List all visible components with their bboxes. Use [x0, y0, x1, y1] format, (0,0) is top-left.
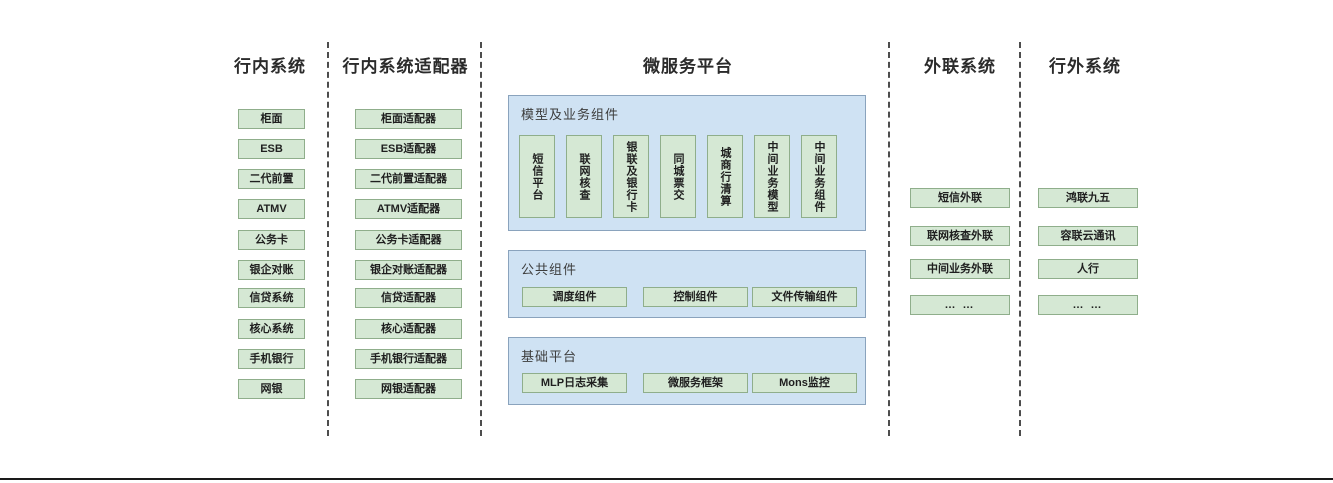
node-public-component-1[interactable]: 控制组件	[643, 287, 748, 307]
node-inner-adapter-0[interactable]: 柜面适配器	[355, 109, 462, 129]
node-external-link-0[interactable]: 短信外联	[910, 188, 1010, 208]
node-inner-system-4[interactable]: 公务卡	[238, 230, 305, 250]
column-title-inner-adapters: 行内系统适配器	[342, 57, 469, 76]
node-model-component-6[interactable]: 中间业务组件	[801, 135, 837, 218]
node-inner-system-3[interactable]: ATMV	[238, 199, 305, 219]
node-base-platform-0[interactable]: MLP日志采集	[522, 373, 627, 393]
node-inner-system-5[interactable]: 银企对账	[238, 260, 305, 280]
divider-1	[327, 42, 329, 436]
panel-base-platform: 基础平台	[508, 337, 866, 405]
node-inner-adapter-7[interactable]: 核心适配器	[355, 319, 462, 339]
node-base-platform-1[interactable]: 微服务框架	[643, 373, 748, 393]
bottom-divider	[0, 478, 1333, 480]
node-inner-system-0[interactable]: 柜面	[238, 109, 305, 129]
node-external-link-3[interactable]: … …	[910, 295, 1010, 315]
node-model-component-3[interactable]: 同城票交	[660, 135, 696, 218]
node-model-component-4[interactable]: 城商行清算	[707, 135, 743, 218]
node-public-component-2[interactable]: 文件传输组件	[752, 287, 857, 307]
node-inner-adapter-9[interactable]: 网银适配器	[355, 379, 462, 399]
column-title-inner-systems: 行内系统	[234, 57, 306, 76]
node-outside-bank-0[interactable]: 鸿联九五	[1038, 188, 1138, 208]
node-outside-bank-3[interactable]: … …	[1038, 295, 1138, 315]
divider-2	[480, 42, 482, 436]
column-title-outside-bank-systems: 行外系统	[1049, 57, 1121, 76]
node-model-component-5[interactable]: 中间业务模型	[754, 135, 790, 218]
node-outside-bank-2[interactable]: 人行	[1038, 259, 1138, 279]
node-inner-adapter-2[interactable]: 二代前置适配器	[355, 169, 462, 189]
node-external-link-2[interactable]: 中间业务外联	[910, 259, 1010, 279]
panel-title-public-components: 公共组件	[521, 262, 578, 277]
divider-3	[888, 42, 890, 436]
node-inner-adapter-1[interactable]: ESB适配器	[355, 139, 462, 159]
node-inner-system-8[interactable]: 手机银行	[238, 349, 305, 369]
column-title-external-link-systems: 外联系统	[924, 57, 996, 76]
node-model-component-1[interactable]: 联网核查	[566, 135, 602, 218]
node-inner-system-2[interactable]: 二代前置	[238, 169, 305, 189]
panel-title-base-platform: 基础平台	[521, 349, 578, 364]
node-model-component-0[interactable]: 短信平台	[519, 135, 555, 218]
node-inner-adapter-8[interactable]: 手机银行适配器	[355, 349, 462, 369]
node-outside-bank-1[interactable]: 容联云通讯	[1038, 226, 1138, 246]
panel-public-components: 公共组件	[508, 250, 866, 318]
column-title-microservice-platform: 微服务平台	[643, 57, 733, 76]
node-inner-adapter-6[interactable]: 信贷适配器	[355, 288, 462, 308]
node-inner-adapter-4[interactable]: 公务卡适配器	[355, 230, 462, 250]
panel-title-model-business-components: 模型及业务组件	[521, 107, 620, 122]
node-inner-adapter-3[interactable]: ATMV适配器	[355, 199, 462, 219]
node-inner-system-6[interactable]: 信贷系统	[238, 288, 305, 308]
node-inner-system-1[interactable]: ESB	[238, 139, 305, 159]
node-base-platform-2[interactable]: Mons监控	[752, 373, 857, 393]
node-public-component-0[interactable]: 调度组件	[522, 287, 627, 307]
node-inner-system-7[interactable]: 核心系统	[238, 319, 305, 339]
node-inner-adapter-5[interactable]: 银企对账适配器	[355, 260, 462, 280]
divider-4	[1019, 42, 1021, 436]
node-inner-system-9[interactable]: 网银	[238, 379, 305, 399]
node-model-component-2[interactable]: 银联及银行卡	[613, 135, 649, 218]
node-external-link-1[interactable]: 联网核查外联	[910, 226, 1010, 246]
